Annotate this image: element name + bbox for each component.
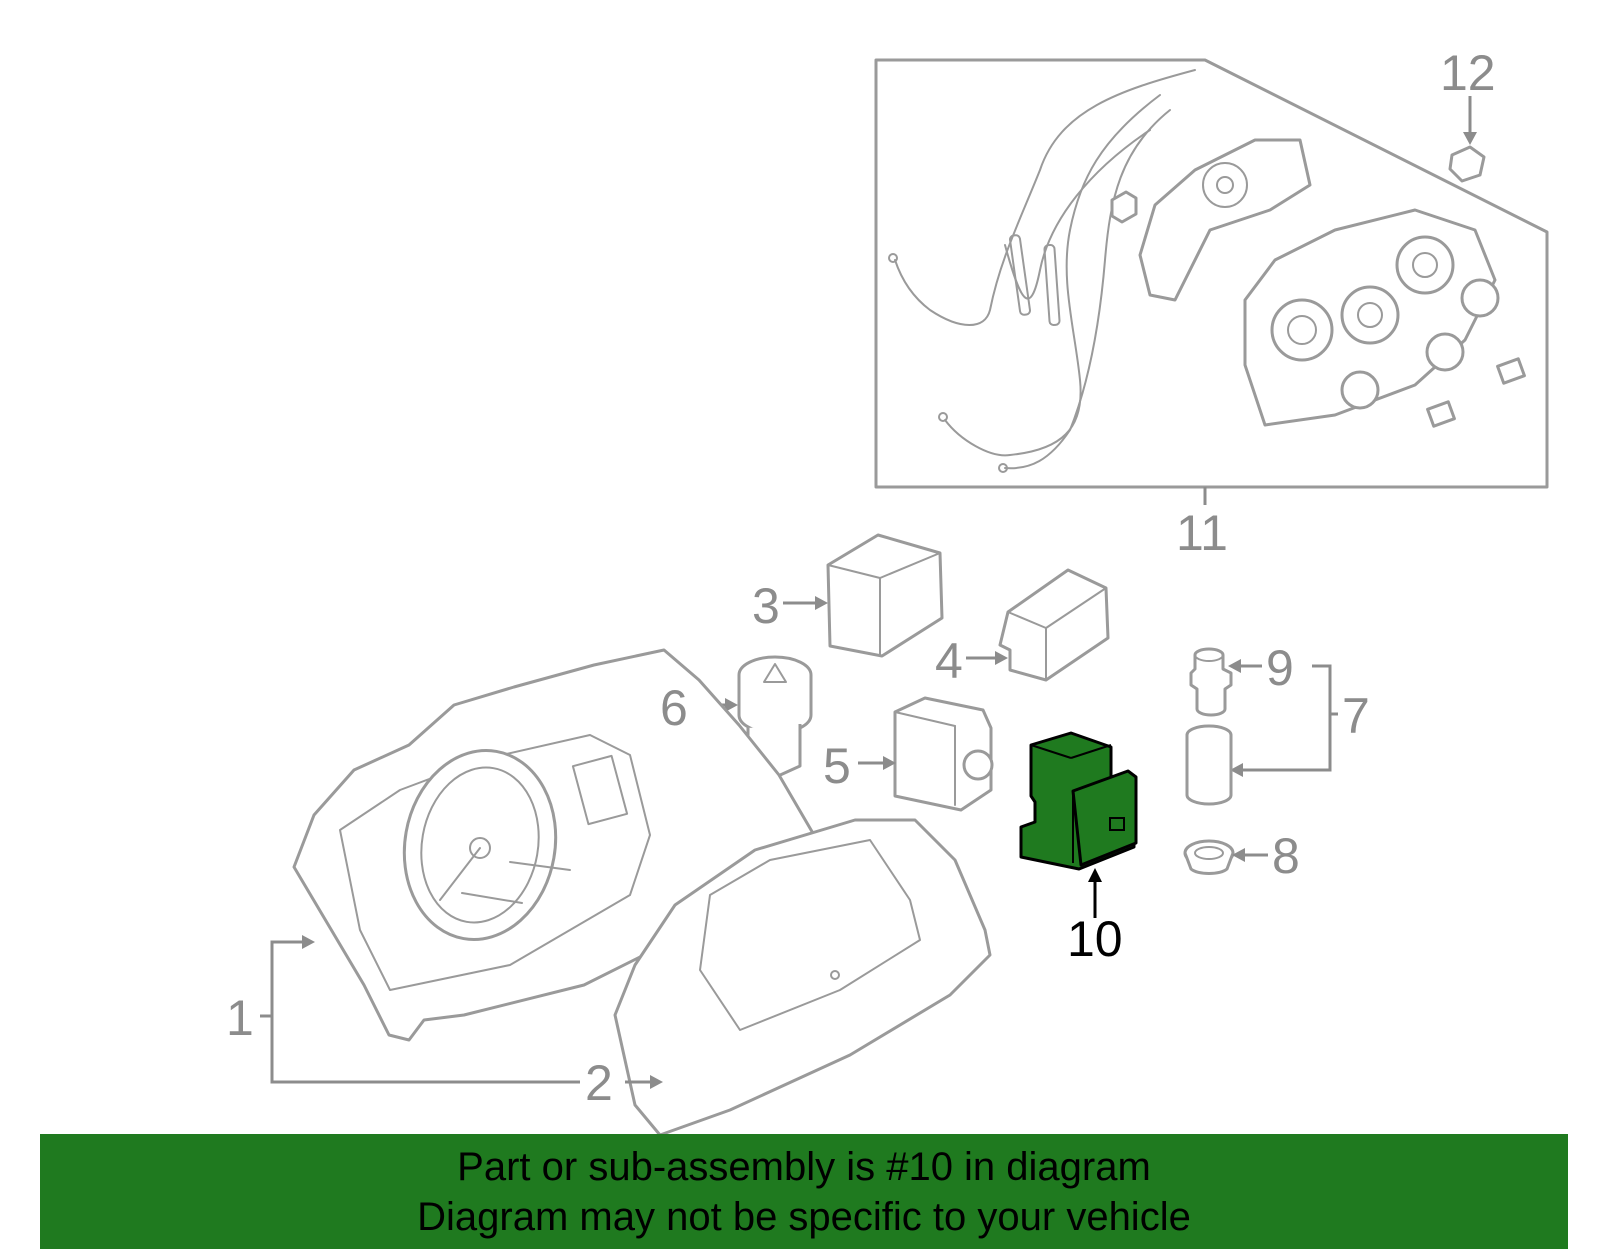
part-7-socket[interactable] [1185,724,1233,806]
part-5-switch[interactable] [893,696,994,812]
callout-1: 1 [226,990,254,1046]
info-banner: Part or sub-assembly is #10 in diagram D… [40,1134,1568,1249]
callout-4: 4 [935,633,963,689]
callout-11: 11 [1176,505,1228,561]
part-8-ring[interactable] [1183,839,1235,875]
callout-9: 9 [1266,640,1294,696]
part-9-bulb-socket[interactable] [1189,647,1233,717]
callout-5: 5 [823,738,851,794]
banner-line-1: Part or sub-assembly is #10 in diagram [457,1145,1151,1189]
callout-3: 3 [752,578,780,634]
callout-7: 7 [1342,688,1370,744]
part-1-instrument-cluster[interactable] [292,648,816,1042]
part-11-climate-control-assembly[interactable] [874,58,1549,489]
callout-10: 10 [1067,911,1123,967]
part-10-switch-highlighted[interactable] [1019,731,1138,871]
part-6-hazard-switch[interactable] [737,655,813,778]
callout-6: 6 [660,680,688,736]
part-12-clip[interactable] [1448,145,1486,183]
part-2-cluster-lens[interactable] [613,818,992,1137]
callout-12: 12 [1440,45,1496,101]
callout-2: 2 [585,1055,613,1111]
part-3-switch[interactable] [826,533,944,658]
banner-line-2: Diagram may not be specific to your vehi… [417,1195,1191,1239]
callout-8: 8 [1272,828,1300,884]
part-4-switch[interactable] [998,568,1110,682]
